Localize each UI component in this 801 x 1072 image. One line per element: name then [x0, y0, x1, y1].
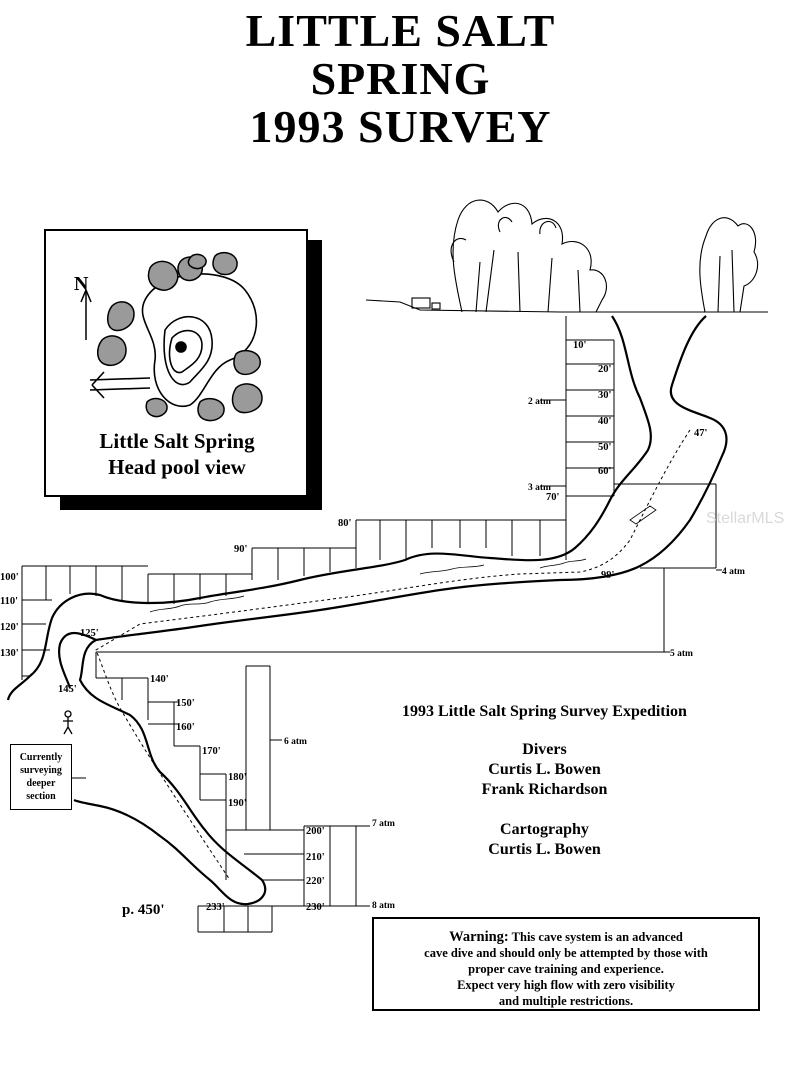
diver-name: Frank Richardson — [481, 781, 608, 798]
warning-label: Warning: — [449, 929, 509, 945]
depth-label: 50' — [598, 442, 612, 453]
depth-label: 80' — [338, 518, 352, 529]
depth-label: 40' — [598, 416, 612, 427]
inset-caption-line-1: Little Salt Spring — [99, 429, 255, 453]
north-label: N — [74, 273, 89, 295]
credits-block: 1993 Little Salt Spring Survey Expeditio… — [372, 702, 717, 860]
depth-label: 130' — [0, 648, 19, 659]
pressure-label: 8 atm — [372, 901, 395, 911]
cartography-heading: Cartography — [500, 821, 589, 838]
title-line-1: LITTLE SALT — [245, 5, 556, 56]
depth-label: 150' — [176, 698, 195, 709]
depth-label: 125' — [80, 628, 99, 639]
depth-label: 190' — [228, 798, 247, 809]
depth-label: 90' — [234, 544, 248, 555]
pressure-label: 2 atm — [528, 397, 551, 407]
north-arrow-icon — [80, 288, 92, 340]
depth-label: 180' — [228, 772, 247, 783]
passage-length-note: p. 450' — [122, 902, 165, 918]
depth-label: 60' — [598, 466, 612, 477]
dive-route — [95, 429, 691, 881]
pressure-label: 5 atm — [670, 649, 693, 659]
inset-caption-line-2: Head pool view — [108, 455, 246, 479]
cave-passage — [6, 315, 728, 906]
head-pool-map — [89, 273, 258, 408]
cartographer-name: Curtis L. Bowen — [488, 841, 601, 858]
expedition-title: 1993 Little Salt Spring Survey Expeditio… — [402, 703, 687, 720]
depth-label: 30' — [598, 390, 612, 401]
silt-texture — [149, 505, 657, 613]
depth-label: 70' — [546, 492, 560, 503]
depth-label: 160' — [176, 722, 195, 733]
pressure-label: 6 atm — [284, 737, 307, 747]
title-line-3: 1993 SURVEY — [249, 101, 552, 152]
depth-label: 120' — [0, 622, 19, 633]
warning-box: Warning: This cave system is an advanced… — [372, 917, 760, 1011]
watermark-text: StellarMLS — [706, 510, 785, 527]
surface-trees — [365, 199, 768, 313]
depth-label: 220' — [306, 876, 325, 887]
depth-grid — [21, 316, 722, 933]
diver-name: Curtis L. Bowen — [488, 761, 601, 778]
diver-icon — [63, 710, 73, 735]
depth-label: 233' — [206, 902, 225, 913]
pressure-label: 3 atm — [528, 483, 551, 493]
depth-label: 200' — [306, 826, 325, 837]
depth-label: 140' — [150, 674, 169, 685]
depth-label: 100' — [0, 572, 19, 583]
title-line-2: SPRING — [310, 53, 491, 104]
depth-label: 110' — [0, 596, 18, 607]
depth-label: 145' — [58, 684, 77, 695]
currently-surveying-note: Currently surveying deeper section — [10, 744, 72, 810]
divers-heading: Divers — [522, 741, 567, 758]
pressure-label: 4 atm — [722, 567, 745, 577]
depth-label: 99' — [601, 570, 615, 581]
pressure-label: 7 atm — [372, 819, 395, 829]
depth-label: 20' — [598, 364, 612, 375]
depth-label: 210' — [306, 852, 325, 863]
map-vegetation — [97, 251, 263, 422]
depth-label: 170' — [202, 746, 221, 757]
depth-label: 230' — [306, 902, 325, 913]
depth-label: 10' — [573, 340, 587, 351]
depth-label: 47' — [694, 428, 708, 439]
